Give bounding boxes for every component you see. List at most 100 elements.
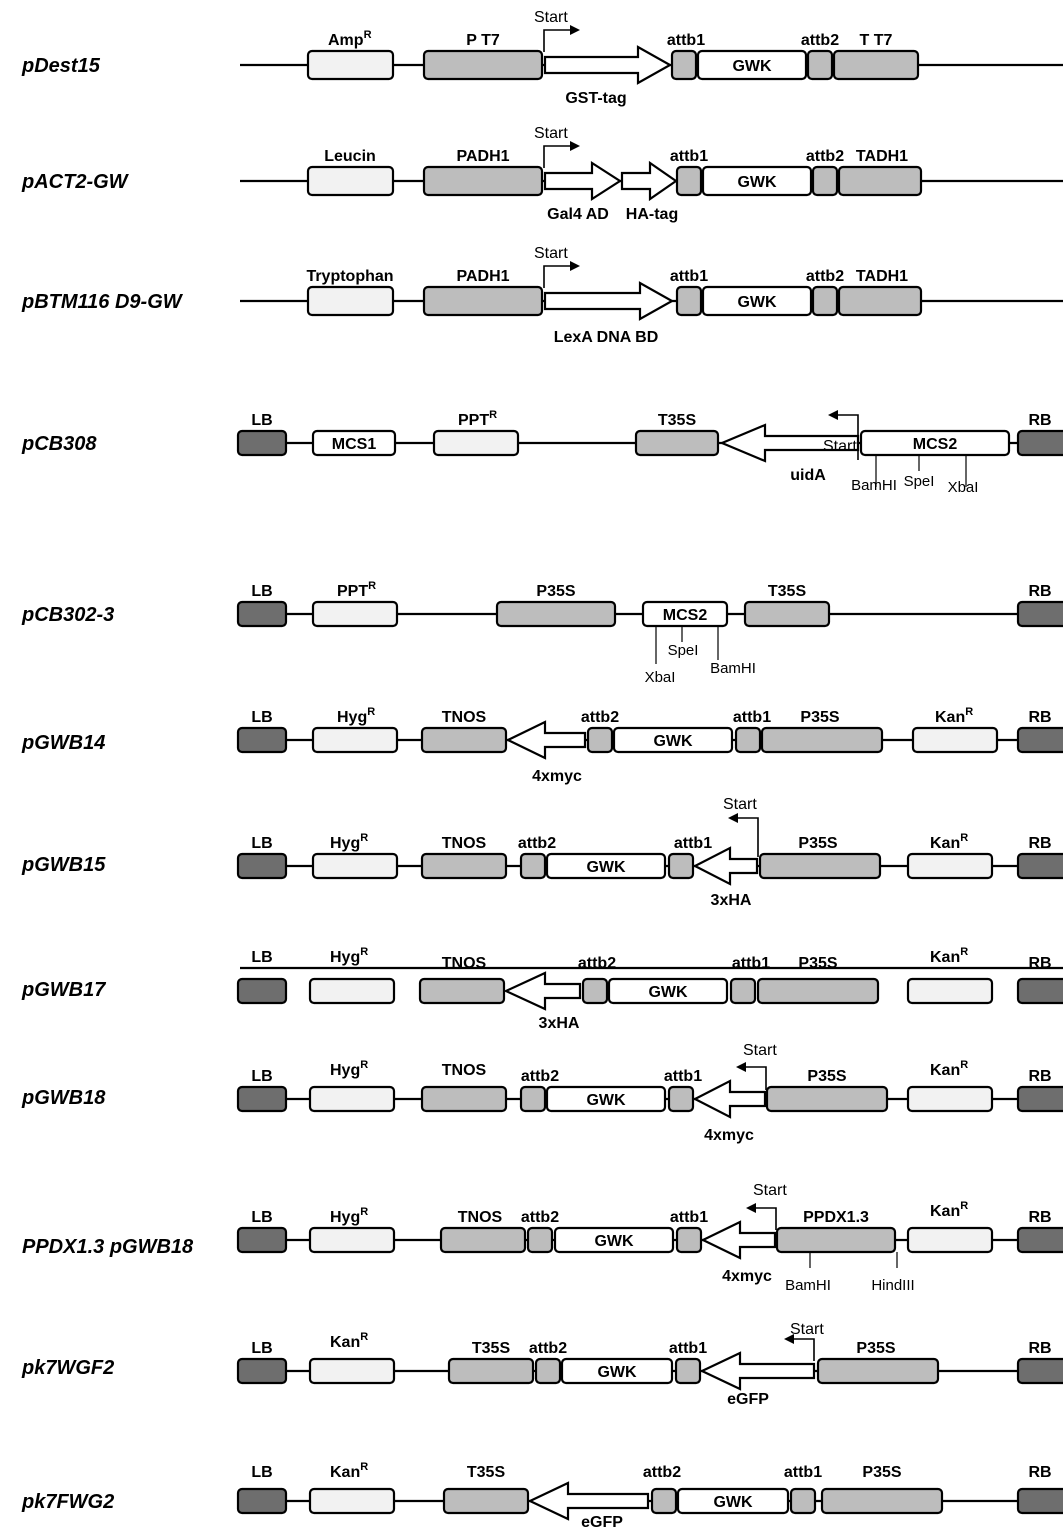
terminator-label: T35S [472, 1340, 511, 1357]
attb1-box [675, 1226, 703, 1254]
terminator-label: TNOS [442, 835, 487, 852]
terminator-box [837, 285, 923, 317]
terminator-box [634, 429, 720, 457]
gwk-label: GWK [653, 733, 693, 750]
selection-marker-label: HygR [330, 946, 368, 966]
gwk-box [545, 1085, 667, 1113]
promoter-label: P35S [536, 583, 575, 600]
selection-marker-box [906, 977, 994, 1005]
selection-marker-label: Leucin [324, 148, 376, 165]
site-label: BamHI [785, 1277, 831, 1294]
terminator-box [420, 852, 508, 880]
tag-label: GST-tag [565, 90, 626, 107]
bent-arrow-icon [794, 1338, 815, 1361]
site-label: HindIII [871, 1277, 914, 1294]
start-label: Start [534, 9, 568, 26]
selection-marker-box [308, 1085, 396, 1113]
bent-arrow-icon [746, 1066, 767, 1090]
right-border-label: RB [1028, 583, 1051, 600]
promoter-label: P35S [798, 955, 837, 972]
left-border-label: LB [251, 835, 272, 852]
terminator-label: TADH1 [856, 148, 908, 165]
right-border-label: RB [1028, 1340, 1051, 1357]
promoter-label: PPDX1.3 [803, 1209, 869, 1226]
left-border-label: LB [251, 949, 272, 966]
right-border-box [1016, 1226, 1063, 1254]
selection-marker-label: KanR [935, 706, 973, 726]
start-label: Start [534, 245, 568, 262]
start-label: Start [790, 1321, 824, 1338]
vector-pGWB15: pGWB15 Start LB HygR TNOS attb2 GWK attb… [21, 796, 1063, 909]
promoter-box [816, 1357, 940, 1385]
selection-marker-label: KanR [930, 946, 968, 966]
right-border-box [1016, 977, 1063, 1005]
right-border-label: RB [1028, 1209, 1051, 1226]
terminator-label: T35S [768, 583, 807, 600]
gwk-label: GWK [594, 1233, 634, 1250]
selection-marker-box [308, 1226, 396, 1254]
selection-marker-box [308, 1487, 396, 1515]
selection-marker-box [311, 726, 399, 754]
attb2-label: attb2 [581, 709, 619, 726]
promoter-box [758, 852, 882, 880]
tag-label: eGFP [581, 1514, 623, 1530]
terminator-label: TNOS [442, 709, 487, 726]
attb1-label: attb1 [669, 1340, 707, 1357]
attb2-box [581, 977, 609, 1005]
terminator-box [832, 49, 920, 81]
terminator-box [420, 1085, 508, 1113]
selection-marker-box [906, 852, 994, 880]
selection-marker-label: KanR [930, 832, 968, 852]
vector-name: pk7WGF2 [21, 1357, 114, 1379]
attb1-label: attb1 [670, 1209, 708, 1226]
selection-marker-box [306, 285, 395, 317]
start-label: Start [723, 796, 757, 813]
terminator-label: TNOS [442, 1062, 487, 1079]
promoter-label: PADH1 [456, 268, 509, 285]
attb2-box [811, 285, 839, 317]
block-arrow-icon [503, 971, 582, 1011]
attb1-label: attb1 [664, 1068, 702, 1085]
mcs2-box [859, 429, 1011, 457]
terminator-box [439, 1226, 527, 1254]
promoter-label: P35S [807, 1068, 846, 1085]
right-border-box [1016, 600, 1063, 628]
right-border-box [1016, 429, 1063, 457]
gwk-label: GWK [648, 984, 688, 1001]
selection-marker-label: HygR [330, 832, 368, 852]
attb1-box [667, 1085, 695, 1113]
selection-marker-label: PPTR [337, 580, 376, 600]
terminator-box [447, 1357, 535, 1385]
left-border-label: LB [251, 1464, 272, 1481]
attb1-label: attb1 [674, 835, 712, 852]
tag-label: HA-tag [626, 206, 678, 223]
promoter-label: P35S [856, 1340, 895, 1357]
gwk-box [701, 165, 813, 197]
tag-label: eGFP [727, 1391, 769, 1408]
left-border-label: LB [251, 1068, 272, 1085]
left-border-box [236, 600, 288, 628]
site-label: SpeI [904, 473, 935, 490]
start-label: Start [753, 1182, 787, 1199]
mcs2-box [641, 600, 729, 628]
gwk-label: GWK [737, 294, 777, 311]
attb2-label: attb2 [806, 268, 844, 285]
right-border-label: RB [1028, 412, 1051, 429]
vector-pCB302-3: pCB302-3 XbaI SpeI BamHI LB PPTR P35S MC… [21, 580, 1063, 686]
promoter-box [756, 977, 880, 1005]
attb1-box [667, 852, 695, 880]
gwk-box [560, 1357, 674, 1385]
gene-label: uidA [790, 467, 826, 484]
block-arrow-icon [543, 281, 675, 321]
vector-pk7WGF2: pk7WGF2 Start LB KanR T35S attb2 GWK att… [21, 1321, 1063, 1408]
selection-marker-box [311, 852, 399, 880]
left-border-box [236, 1226, 288, 1254]
bent-arrow-icon [543, 29, 570, 52]
left-border-box [236, 977, 288, 1005]
terminator-label: TNOS [458, 1209, 503, 1226]
block-arrow-icon [620, 160, 678, 202]
promoter-box [422, 285, 544, 317]
right-border-box [1016, 1085, 1063, 1113]
selection-marker-label: Tryptophan [306, 268, 393, 285]
